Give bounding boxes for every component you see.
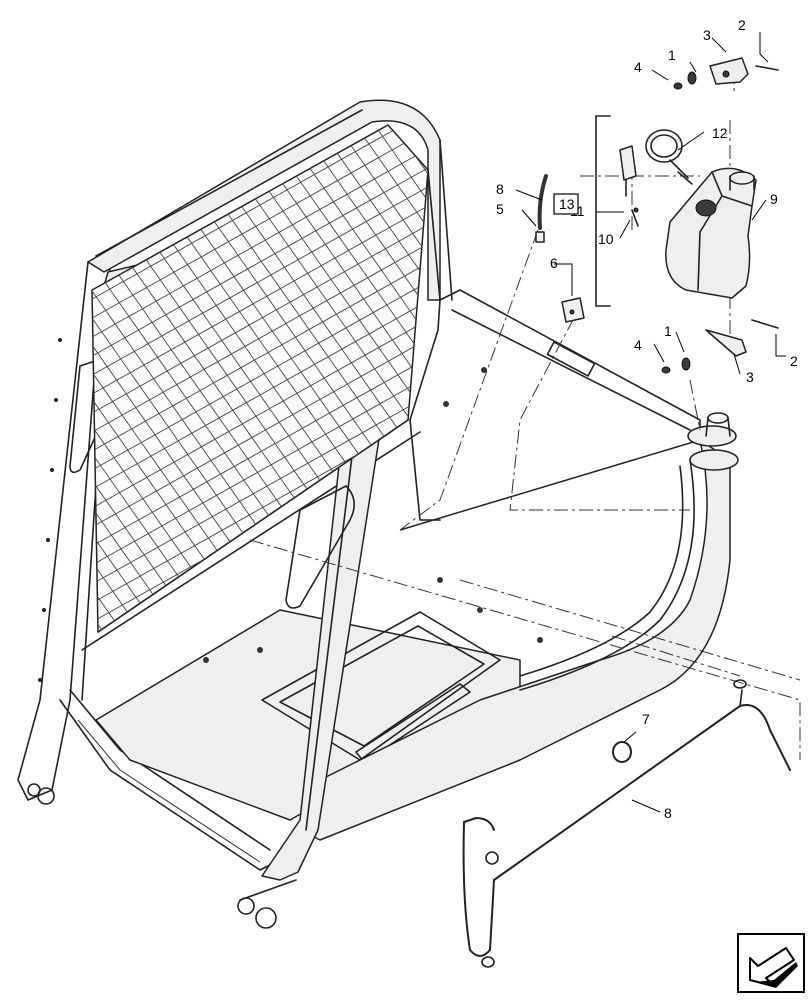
mesh-line [247,125,428,632]
mesh-line [342,125,428,632]
connector-6 [561,297,585,323]
leader-lines [515,32,786,813]
callout-9: 9 [770,191,778,207]
group-bracket [595,115,611,307]
clip-7 [612,741,632,763]
callout-5: 5 [496,201,504,217]
mesh-line [0,80,78,650]
mesh-line [285,125,428,632]
callout-4-top: 4 [634,59,642,75]
washer-reservoir [665,167,757,299]
mesh-line [92,125,269,632]
mesh-line [92,125,174,632]
callout-7: 7 [642,711,650,727]
washer-pump [619,145,639,227]
callout-2-top: 2 [738,17,746,33]
hose-bottom [462,679,791,968]
mesh-line [92,377,428,603]
callout-8-bottom: 8 [664,805,672,821]
mesh-line [0,80,59,650]
mesh-line [266,125,428,632]
reservoir-cap [645,129,693,185]
callout-10: 10 [598,231,614,247]
mesh-line [92,125,193,632]
callout-4-bottom: 4 [634,337,642,353]
hardware-bottom [661,319,779,374]
callout-3-top: 3 [703,27,711,43]
mesh-line [92,339,428,565]
mesh-line [304,125,428,632]
callouts: 1 2 3 4 8 5 6 11 10 12 9 1 4 2 3 7 8 13 [496,17,798,821]
rivets [38,338,543,682]
mesh-line [92,125,212,632]
callout-2-bottom: 2 [790,353,798,369]
mesh-line [92,130,428,356]
mesh-line [92,125,250,632]
mesh-line [0,80,40,650]
mesh-line [92,225,428,451]
mesh-line [323,125,428,632]
arrow-left-down-icon[interactable] [737,933,805,993]
mesh-line [92,263,428,489]
mesh-line [92,358,428,584]
mesh-line [92,125,231,632]
callout-12: 12 [712,125,728,141]
callout-8-top: 8 [496,181,504,197]
mesh-line [92,244,428,470]
mesh-line [92,320,428,546]
callout-1-bottom: 1 [664,323,672,339]
mesh-line [92,125,428,337]
mesh-line [92,149,428,375]
callout-1-top: 1 [668,47,676,63]
callout-13: 13 [559,196,575,212]
callout-3-bottom: 3 [746,369,754,385]
mesh-line [92,187,428,413]
hardware-top [673,57,779,90]
mesh-line [476,80,812,650]
callout-6: 6 [550,255,558,271]
hose-top [535,174,548,243]
callout-13-box [553,193,579,215]
mesh-line [418,125,428,632]
mesh-line [92,301,428,527]
